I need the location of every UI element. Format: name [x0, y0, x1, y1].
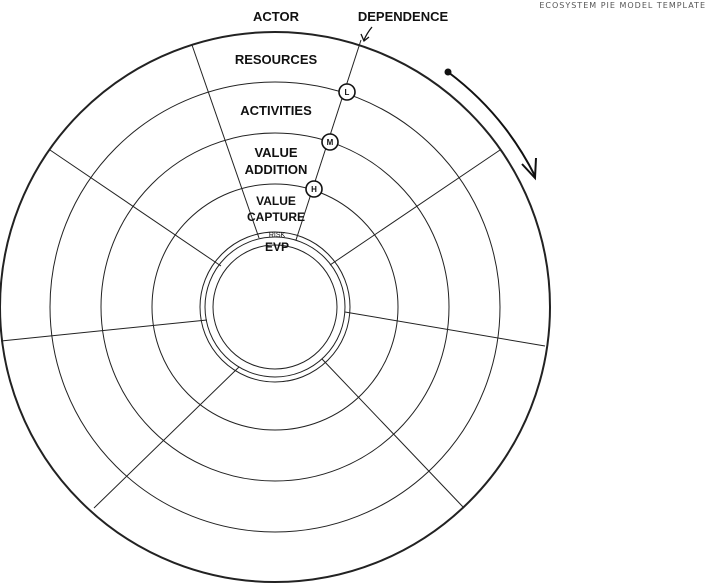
outer-ring	[0, 31, 551, 583]
ring-activities-outer	[49, 81, 501, 533]
ring-value-capture-outer	[151, 183, 399, 431]
value-addition-label-line2: ADDITION	[245, 162, 308, 177]
risk-label: RISK	[269, 232, 286, 239]
divider-upper-left	[49, 149, 222, 267]
value-capture-label-line2: CAPTURE	[247, 210, 305, 224]
value-addition-label-line1: VALUE	[254, 145, 297, 160]
divider-upper-right	[329, 149, 501, 266]
dependence-level-low: L	[338, 83, 356, 101]
dependence-level-medium: M	[321, 133, 339, 151]
ring-evp-outer	[204, 236, 346, 378]
activities-label: ACTIVITIES	[240, 103, 312, 118]
divider-lower-right	[321, 358, 465, 509]
divider-left	[0, 319, 208, 342]
ring-evp-inner	[212, 244, 338, 370]
dependence-header: DEPENDENCE	[358, 9, 449, 24]
divider-actor-left	[191, 44, 260, 239]
evp-label: EVP	[265, 240, 289, 254]
resources-label: RESOURCES	[235, 52, 318, 67]
clockwise-arrow-icon	[444, 68, 537, 181]
dependence-pointer-icon	[360, 26, 373, 43]
actor-header: ACTOR	[253, 9, 300, 24]
divider-lower-left	[93, 366, 240, 509]
template-title: ECOSYSTEM PIE MODEL TEMPLATE	[539, 1, 706, 10]
divider-right	[344, 311, 546, 347]
dependence-level-medium-text: M	[327, 138, 334, 147]
dependence-level-low-text: L	[345, 88, 350, 97]
value-capture-label-line1: VALUE	[256, 194, 296, 208]
ring-risk-outer	[199, 231, 351, 383]
ring-value-addition-outer	[100, 132, 450, 482]
dependence-level-high: H	[305, 180, 323, 198]
dependence-level-high-text: H	[311, 185, 317, 194]
